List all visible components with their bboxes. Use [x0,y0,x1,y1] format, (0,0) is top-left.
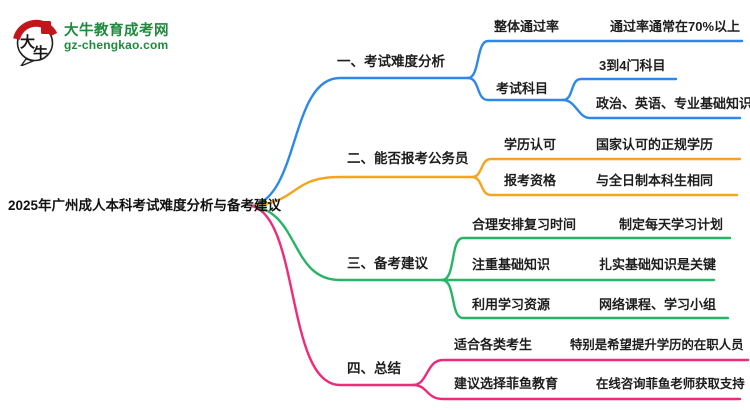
branch-4-child-1: 适合各类考生 [454,337,533,352]
branch-3-child-3-leaf: 网络课程、学习小组 [599,297,717,312]
branch-4-child-2: 建议选择菲鱼教育 [454,376,559,391]
site-logo[interactable]: 大 牛 大牛教育成考网 gz-chengkao.com [12,10,182,66]
branch-4-lines [250,204,750,401]
branch-1-child-2-leaf-2: 政治、英语、专业基础知识 [596,96,750,111]
svg-text:大: 大 [20,33,35,51]
logo-bull-icon: 大 牛 [13,19,58,66]
branch-3-child-2-leaf: 扎实基础知识是关键 [599,257,717,272]
branch-1-label: 一、考试难度分析 [337,54,445,69]
branch-2-child-1-leaf: 国家认可的正规学历 [596,137,714,152]
branch-4-label: 四、总结 [347,361,401,376]
branch-2-child-2: 报考资格 [504,173,557,188]
branch-1-child-1-leaf: 通过率通常在70%以上 [610,19,741,34]
branch-3-lines [250,204,732,320]
branch-1-child-2: 考试科目 [496,81,549,96]
brand-title: 大牛教育成考网 [64,23,169,39]
branch-2-lines [250,157,742,208]
branch-3-child-1-leaf: 制定每天学习计划 [619,217,724,232]
branch-2-child-1: 学历认可 [504,137,557,152]
brand-url: gz-chengkao.com [64,38,169,52]
branch-3-child-3: 利用学习资源 [472,297,551,312]
branch-2-label: 二、能否报考公务员 [347,151,469,166]
branch-3-child-1: 合理安排复习时间 [472,217,577,232]
root-node: 2025年广州成人本科考试难度分析与备考建议 [8,198,282,213]
branch-4-child-1-leaf: 特别是希望提升学历的在职人员 [570,338,744,352]
branch-3-label: 三、备考建议 [347,256,428,271]
svg-text:牛: 牛 [33,44,48,62]
branch-1-lines [250,39,744,208]
branch-2-child-2-leaf: 与全日制本科生相同 [596,173,714,188]
branch-3-child-2: 注重基础知识 [472,257,551,272]
branch-1-child-1: 整体通过率 [494,19,560,34]
branch-4-child-2-leaf: 在线咨询菲鱼老师获取支持 [596,377,745,391]
branch-1-child-2-leaf-1: 3到4门科目 [599,58,666,73]
